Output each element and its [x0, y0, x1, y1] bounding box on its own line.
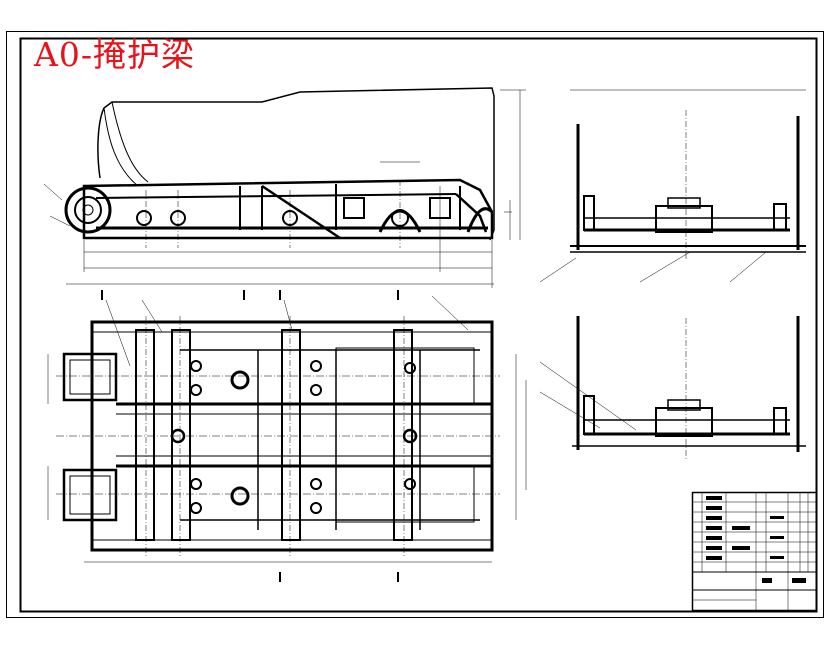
section-view-upper — [539, 89, 806, 283]
inner-frame — [19, 37, 818, 613]
side-view-outline — [97, 87, 495, 241]
hinge-lug-lower — [62, 468, 118, 522]
title-block — [691, 491, 818, 612]
side-view — [43, 87, 526, 288]
hinge-eye — [64, 186, 112, 234]
outer-frame — [6, 31, 824, 618]
section-view-lower — [539, 316, 806, 460]
plan-view — [47, 290, 527, 582]
hinge-lug-upper — [62, 352, 118, 402]
drawing-title: A0-掩护梁 — [34, 35, 195, 74]
